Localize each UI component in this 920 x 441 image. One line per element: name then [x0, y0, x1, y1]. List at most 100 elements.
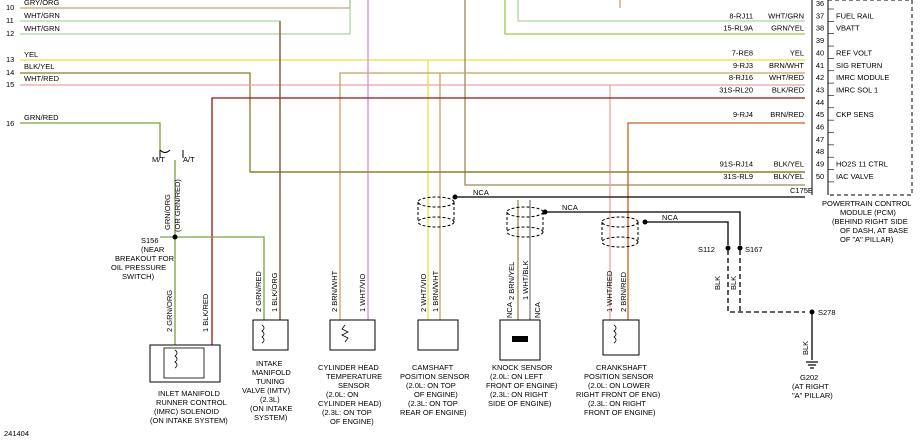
cmp-pin2: 2 WHT/VIO [419, 273, 428, 312]
svg-text:SIDE OF ENGINE): SIDE OF ENGINE) [488, 399, 552, 408]
shield-cmp [417, 196, 455, 228]
pcm-pin-number: 37 [816, 11, 824, 20]
pcm-pin-circuit: 8-RJ11 [729, 11, 753, 20]
svg-text:MANIFOLD: MANIFOLD [252, 368, 291, 377]
ks-pin1: 1 WHT/BLK [521, 260, 530, 300]
imtv-pin2: 2 GRN/RED [254, 271, 263, 312]
pcm-pin-circuit: 31S-RL9 [723, 172, 753, 181]
left-pin-15: 15 WHT/RED [6, 74, 60, 89]
svg-text:FRONT OF ENGINE): FRONT OF ENGINE) [584, 408, 656, 417]
pcm-pin-color: BRN/RED [770, 110, 804, 119]
pcm-pin-function: HO2S 11 CTRL [836, 160, 888, 169]
s112-label: S112 [698, 245, 715, 254]
splice-dot [542, 209, 548, 215]
s167-label: S167 [745, 245, 763, 254]
cmp-sensor: 2 WHT/VIO 1 BRN/WHT CAMSHAFT POSITION SE… [400, 270, 470, 417]
svg-text:SYSTEM): SYSTEM) [254, 413, 288, 422]
shield-dashed-s112 [727, 250, 805, 313]
pcm-pin-36: 36 [816, 0, 834, 10]
ckp-pin2: 2 BRN/RED [619, 271, 628, 312]
pcm-connector-id: C175E [790, 186, 813, 195]
pcm-pin-color: YEL [790, 48, 804, 57]
svg-text:INLET MANIFOLD: INLET MANIFOLD [158, 389, 221, 398]
pcm-pin-number: 48 [816, 147, 824, 156]
pcm-pin-number: 46 [816, 123, 824, 132]
pcm-pin-function: IMRC MODULE [836, 73, 889, 82]
pin-number: 12 [6, 29, 14, 38]
pcm-pin-number: 40 [816, 48, 824, 57]
nca-label-cmp: NCA [473, 188, 489, 197]
pcm-pin-47: 47 [816, 135, 834, 146]
pcm-pin-number: 47 [816, 135, 824, 144]
pcm-pin-number: 38 [816, 24, 824, 33]
svg-text:RUNNER CONTROL: RUNNER CONTROL [156, 398, 227, 407]
shield-ckp [601, 216, 639, 248]
svg-text:CYLINDER HEAD): CYLINDER HEAD) [318, 399, 382, 408]
svg-text:FRONT OF ENGINE): FRONT OF ENGINE) [486, 381, 558, 390]
pcm-pin-color: BLK/RED [772, 85, 805, 94]
left-pin-10: 10 GRY/ORG [6, 0, 59, 12]
svg-text:CRANKSHAFT: CRANKSHAFT [596, 363, 647, 372]
cmp-pin1: 1 BRN/WHT [431, 270, 440, 312]
svg-text:SWITCH): SWITCH) [122, 272, 155, 281]
pcm-pin-color: BLK/YEL [774, 172, 804, 181]
pcm-pin-46: 46 [816, 123, 834, 133]
shield-wire-ks [545, 211, 741, 245]
wire-color-label: GRN/RED [24, 113, 59, 122]
svg-text:(2.0L: ON LEFT: (2.0L: ON LEFT [490, 372, 543, 381]
imtv-pin1: 1 BLK/ORG [270, 272, 279, 312]
cht-sensor: 2 BRN/WHT 1 WHT/VIO CYLINDER HEAD TEMPER… [318, 270, 382, 426]
svg-text:(2.3L: ON TOP: (2.3L: ON TOP [322, 408, 372, 417]
nca-label-ks: NCA [562, 203, 578, 212]
shield-ks [506, 206, 544, 238]
svg-text:CAMSHAFT: CAMSHAFT [412, 363, 454, 372]
pcm-pin-function: REF VOLT [836, 48, 873, 57]
pcm-pin-function: SIG RETURN [836, 61, 882, 70]
pcm-pin-number: 45 [816, 110, 824, 119]
coil-icon [613, 324, 617, 344]
svg-text:OF "A" PILLAR): OF "A" PILLAR) [840, 235, 894, 244]
svg-text:OF ENGINE): OF ENGINE) [414, 390, 458, 399]
pcm-pin-circuit: 15-RL9A [723, 24, 753, 33]
s156-label: S156 (NEAR BREAKOUT FOR OIL PRESSURE SWI… [111, 236, 175, 281]
pcm-pin-circuit: 9-RJ4 [733, 110, 753, 119]
svg-text:OF DASH, AT BASE: OF DASH, AT BASE [840, 226, 908, 235]
thermistor-icon [341, 324, 349, 343]
svg-text:(NEAR: (NEAR [141, 245, 165, 254]
s278-label: S278 [818, 308, 836, 317]
svg-text:INTAKE: INTAKE [256, 359, 283, 368]
svg-text:(2.3L: ON TOP: (2.3L: ON TOP [408, 399, 458, 408]
pcm-pin-function: VBATT [836, 24, 860, 33]
pcm-pin-color: BRN/WHT [769, 61, 804, 70]
ground-loc-2: "A" PILLAR) [792, 391, 833, 400]
coil-icon [174, 349, 178, 369]
pin-number: 16 [6, 119, 14, 128]
svg-text:VALVE (IMTV): VALVE (IMTV) [242, 386, 291, 395]
wire-brn-red [627, 122, 805, 320]
svg-text:(IMRC) SOLENOID: (IMRC) SOLENOID [154, 407, 220, 416]
splice-s167-dot [737, 245, 743, 251]
splice-s156-dot [172, 234, 178, 240]
ground-symbol-icon [806, 361, 818, 369]
left-pin-14: 14 BLK/YEL [6, 62, 54, 77]
left-pin-11: 11 WHT/GRN [6, 11, 60, 25]
s156-wire-label: GRN/ORG [163, 194, 172, 230]
svg-text:(BEHIND RIGHT SIDE: (BEHIND RIGHT SIDE [832, 217, 908, 226]
left-pin-16: 16 GRN/RED [6, 113, 59, 128]
shield-wire-ckp [645, 221, 729, 245]
pin-number: 11 [6, 16, 14, 25]
mt-label: M/T [152, 155, 165, 164]
blk-label-2: BLK [729, 276, 738, 290]
splice-s278-dot [809, 309, 815, 315]
svg-text:(2.3L: ON RIGHT: (2.3L: ON RIGHT [490, 390, 548, 399]
